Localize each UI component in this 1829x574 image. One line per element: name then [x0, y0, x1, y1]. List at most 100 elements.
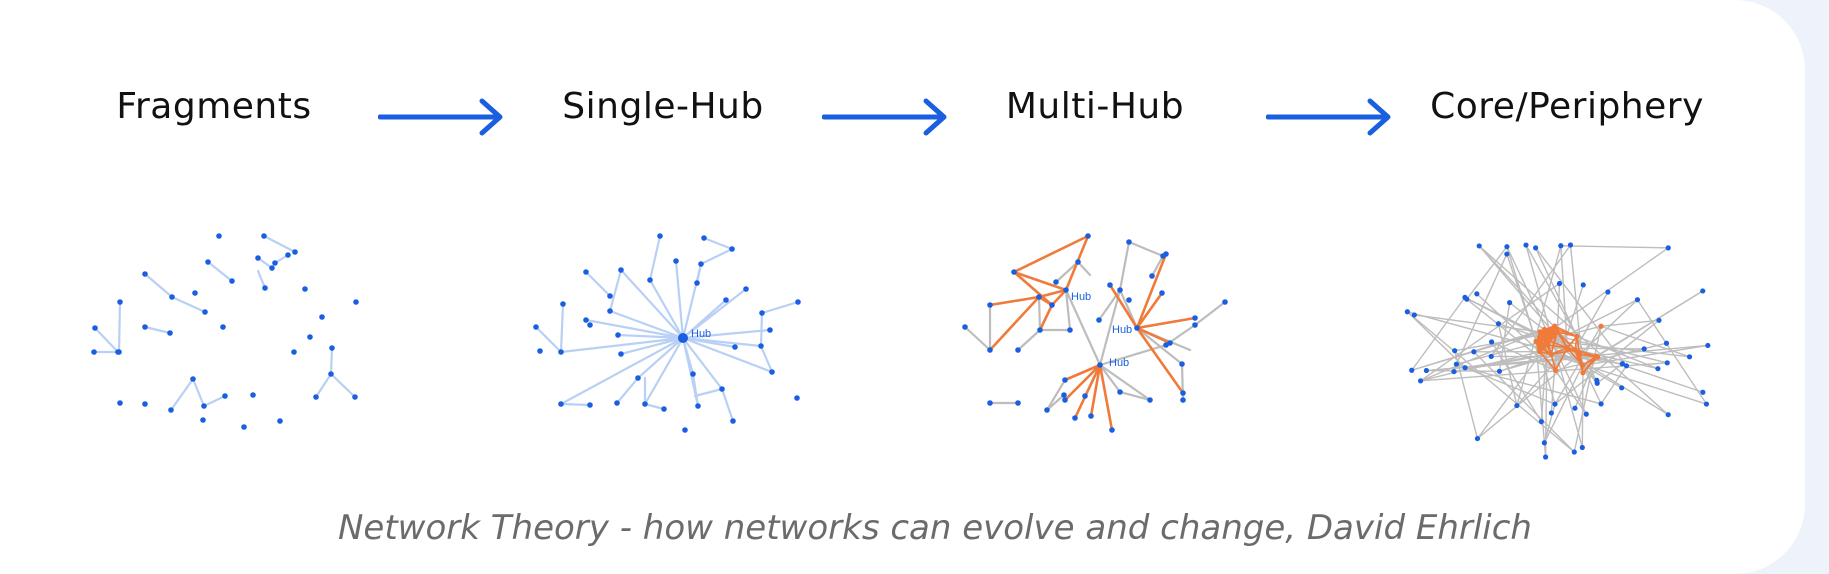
network-edge — [648, 278, 685, 340]
network-node — [673, 258, 679, 264]
network-node — [1656, 317, 1662, 323]
network-core-node — [1552, 323, 1558, 329]
network-node — [1411, 312, 1417, 318]
network-node — [694, 280, 700, 286]
network-edge — [1098, 288, 1122, 367]
network-edge — [681, 336, 737, 349]
network-node — [1409, 367, 1415, 373]
network-edge — [1073, 363, 1102, 420]
network-node — [1163, 342, 1169, 348]
network-edge — [314, 372, 333, 399]
network-core-node — [1552, 367, 1559, 373]
network-edge — [170, 295, 207, 314]
network-edge — [1466, 298, 1557, 372]
network-edge — [1476, 353, 1581, 440]
network-node — [272, 260, 278, 266]
network-node — [695, 403, 701, 409]
network-node — [1495, 321, 1502, 327]
network-node — [614, 400, 620, 406]
network-node — [329, 345, 335, 351]
network-node — [1504, 244, 1510, 250]
network-node — [723, 297, 729, 303]
network-edge — [191, 377, 206, 408]
network-edge — [559, 302, 565, 354]
network-edge — [1425, 369, 1501, 373]
network-edge — [1012, 270, 1068, 292]
stage-title-fragments: Fragments — [116, 86, 312, 127]
network-node — [117, 299, 123, 305]
network-edge — [1411, 325, 1556, 371]
network-node — [1088, 413, 1094, 419]
network-node — [1700, 389, 1706, 395]
network-node — [1471, 349, 1477, 355]
network-edge — [584, 270, 612, 298]
network-node — [558, 349, 564, 355]
network-edge — [681, 298, 728, 340]
network-edge — [1498, 301, 1511, 373]
network-edge — [1560, 245, 1669, 249]
network-edge — [1064, 288, 1102, 367]
network-node — [269, 265, 275, 271]
network-edge — [1547, 343, 1569, 349]
network-node — [1423, 367, 1430, 374]
network-core-node — [1533, 338, 1539, 345]
network-node — [987, 347, 993, 353]
network-edge — [1547, 325, 1556, 346]
network-node — [1179, 361, 1185, 367]
network-node — [241, 424, 247, 430]
network-node — [618, 267, 624, 273]
network-edge — [1550, 347, 1569, 356]
network-fragments — [91, 233, 359, 430]
right-arrow-icon — [1266, 98, 1391, 136]
network-node — [313, 394, 319, 400]
network-node — [682, 427, 688, 433]
network-node — [730, 418, 736, 424]
network-node — [1453, 361, 1460, 367]
network-multi-hub — [962, 233, 1228, 433]
network-node — [1126, 239, 1132, 245]
network-node — [201, 403, 207, 409]
network-node — [1072, 415, 1078, 421]
network-core-node — [1545, 342, 1551, 348]
network-node — [1605, 289, 1611, 295]
network-edge — [1581, 372, 1584, 449]
network-node — [169, 294, 175, 300]
hub-label: Hub — [691, 328, 711, 340]
network-core-node — [1564, 345, 1570, 351]
network-edge — [1576, 335, 1581, 356]
network-edge — [206, 260, 234, 283]
network-node — [1552, 401, 1558, 407]
network-node — [583, 317, 589, 323]
network-node — [1192, 322, 1198, 328]
network-node — [729, 246, 735, 252]
network-node — [1663, 340, 1670, 346]
network-edge — [988, 295, 1041, 307]
hub-label: Hub — [1071, 291, 1091, 303]
network-edge — [1600, 365, 1628, 405]
network-node — [962, 324, 968, 330]
network-edge — [169, 377, 195, 412]
network-edge — [702, 236, 734, 251]
network-edge — [1089, 363, 1102, 418]
network-edge — [1425, 356, 1599, 372]
network-edge — [1576, 335, 1659, 370]
network-edge — [1636, 299, 1708, 405]
network-edge — [256, 269, 267, 290]
network-edge — [1406, 311, 1541, 349]
network-node — [1452, 348, 1458, 354]
network-node — [353, 299, 359, 305]
network-node — [292, 249, 298, 255]
network-node — [1075, 259, 1081, 265]
network-node — [560, 301, 566, 307]
network-node — [220, 324, 226, 330]
network-edge — [608, 268, 623, 313]
network-node — [583, 269, 589, 275]
network-node — [1476, 243, 1482, 249]
network-node — [1163, 251, 1169, 257]
network-edge — [636, 336, 685, 380]
network-node — [1507, 300, 1513, 306]
network-core-node — [1536, 345, 1542, 351]
network-node — [1474, 291, 1480, 297]
network-node — [1082, 393, 1088, 399]
